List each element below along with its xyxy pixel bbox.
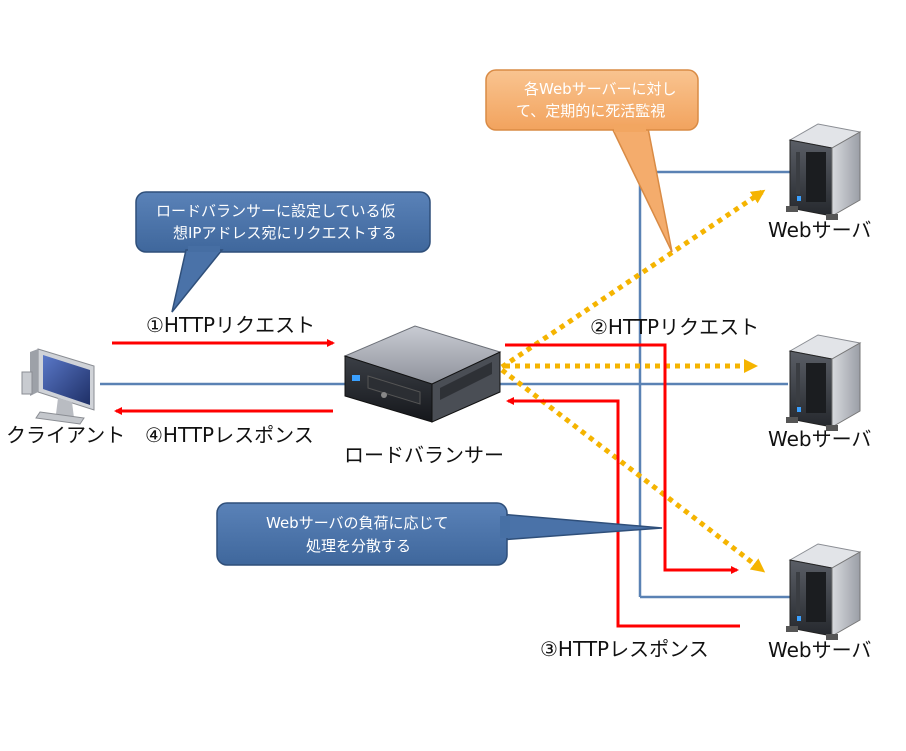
health-check-arrow-3 [500, 368, 766, 573]
callout-health-check: 各Webサーバーに対し て、定期的に死活監視 [485, 69, 699, 253]
web-server-label-3: Webサーバ [768, 638, 871, 662]
web-server-label-2: Webサーバ [768, 427, 871, 451]
client-computer-icon [21, 348, 95, 425]
http-arrows [112, 339, 740, 628]
callout-distribute-line-1: Webサーバの負荷に応じて [266, 514, 449, 532]
callout-distribute: Webサーバの負荷に応じて 処理を分散する [216, 502, 663, 566]
callout-health-line-1: 各Webサーバーに対し [524, 80, 677, 98]
step4-label: ④HTTPレスポンス [145, 423, 314, 447]
callout-vip-line-2: 想IPアドレス宛にリクエストする [173, 224, 396, 242]
callout-vip-line-1: ロードバランサーに設定している仮 [156, 202, 396, 220]
web-server-icon-1 [786, 123, 862, 220]
web-server-icon-2 [786, 334, 862, 431]
network-lines [100, 170, 790, 599]
web-server-icon-3 [786, 543, 862, 640]
web-server-label-1: Webサーバ [768, 218, 871, 242]
callout-health-line-2: て、定期的に死活監視 [516, 102, 665, 120]
step3-label: ③HTTPレスポンス [540, 637, 709, 661]
health-check-arrows [500, 189, 766, 573]
health-check-arrow-1 [500, 189, 766, 370]
step2-label: ②HTTPリクエスト [590, 315, 759, 339]
load-balancer-icon [343, 325, 502, 423]
load-balancer-label: ロードバランサー [344, 443, 504, 467]
callout-distribute-line-2: 処理を分散する [306, 537, 411, 555]
request-arrow-2 [505, 343, 739, 574]
client-label: クライアント [6, 423, 125, 447]
response-arrow-3 [506, 397, 740, 628]
step1-label: ①HTTPリクエスト [146, 313, 315, 337]
callout-vip: ロードバランサーに設定している仮 想IPアドレス宛にリクエストする [135, 191, 431, 313]
